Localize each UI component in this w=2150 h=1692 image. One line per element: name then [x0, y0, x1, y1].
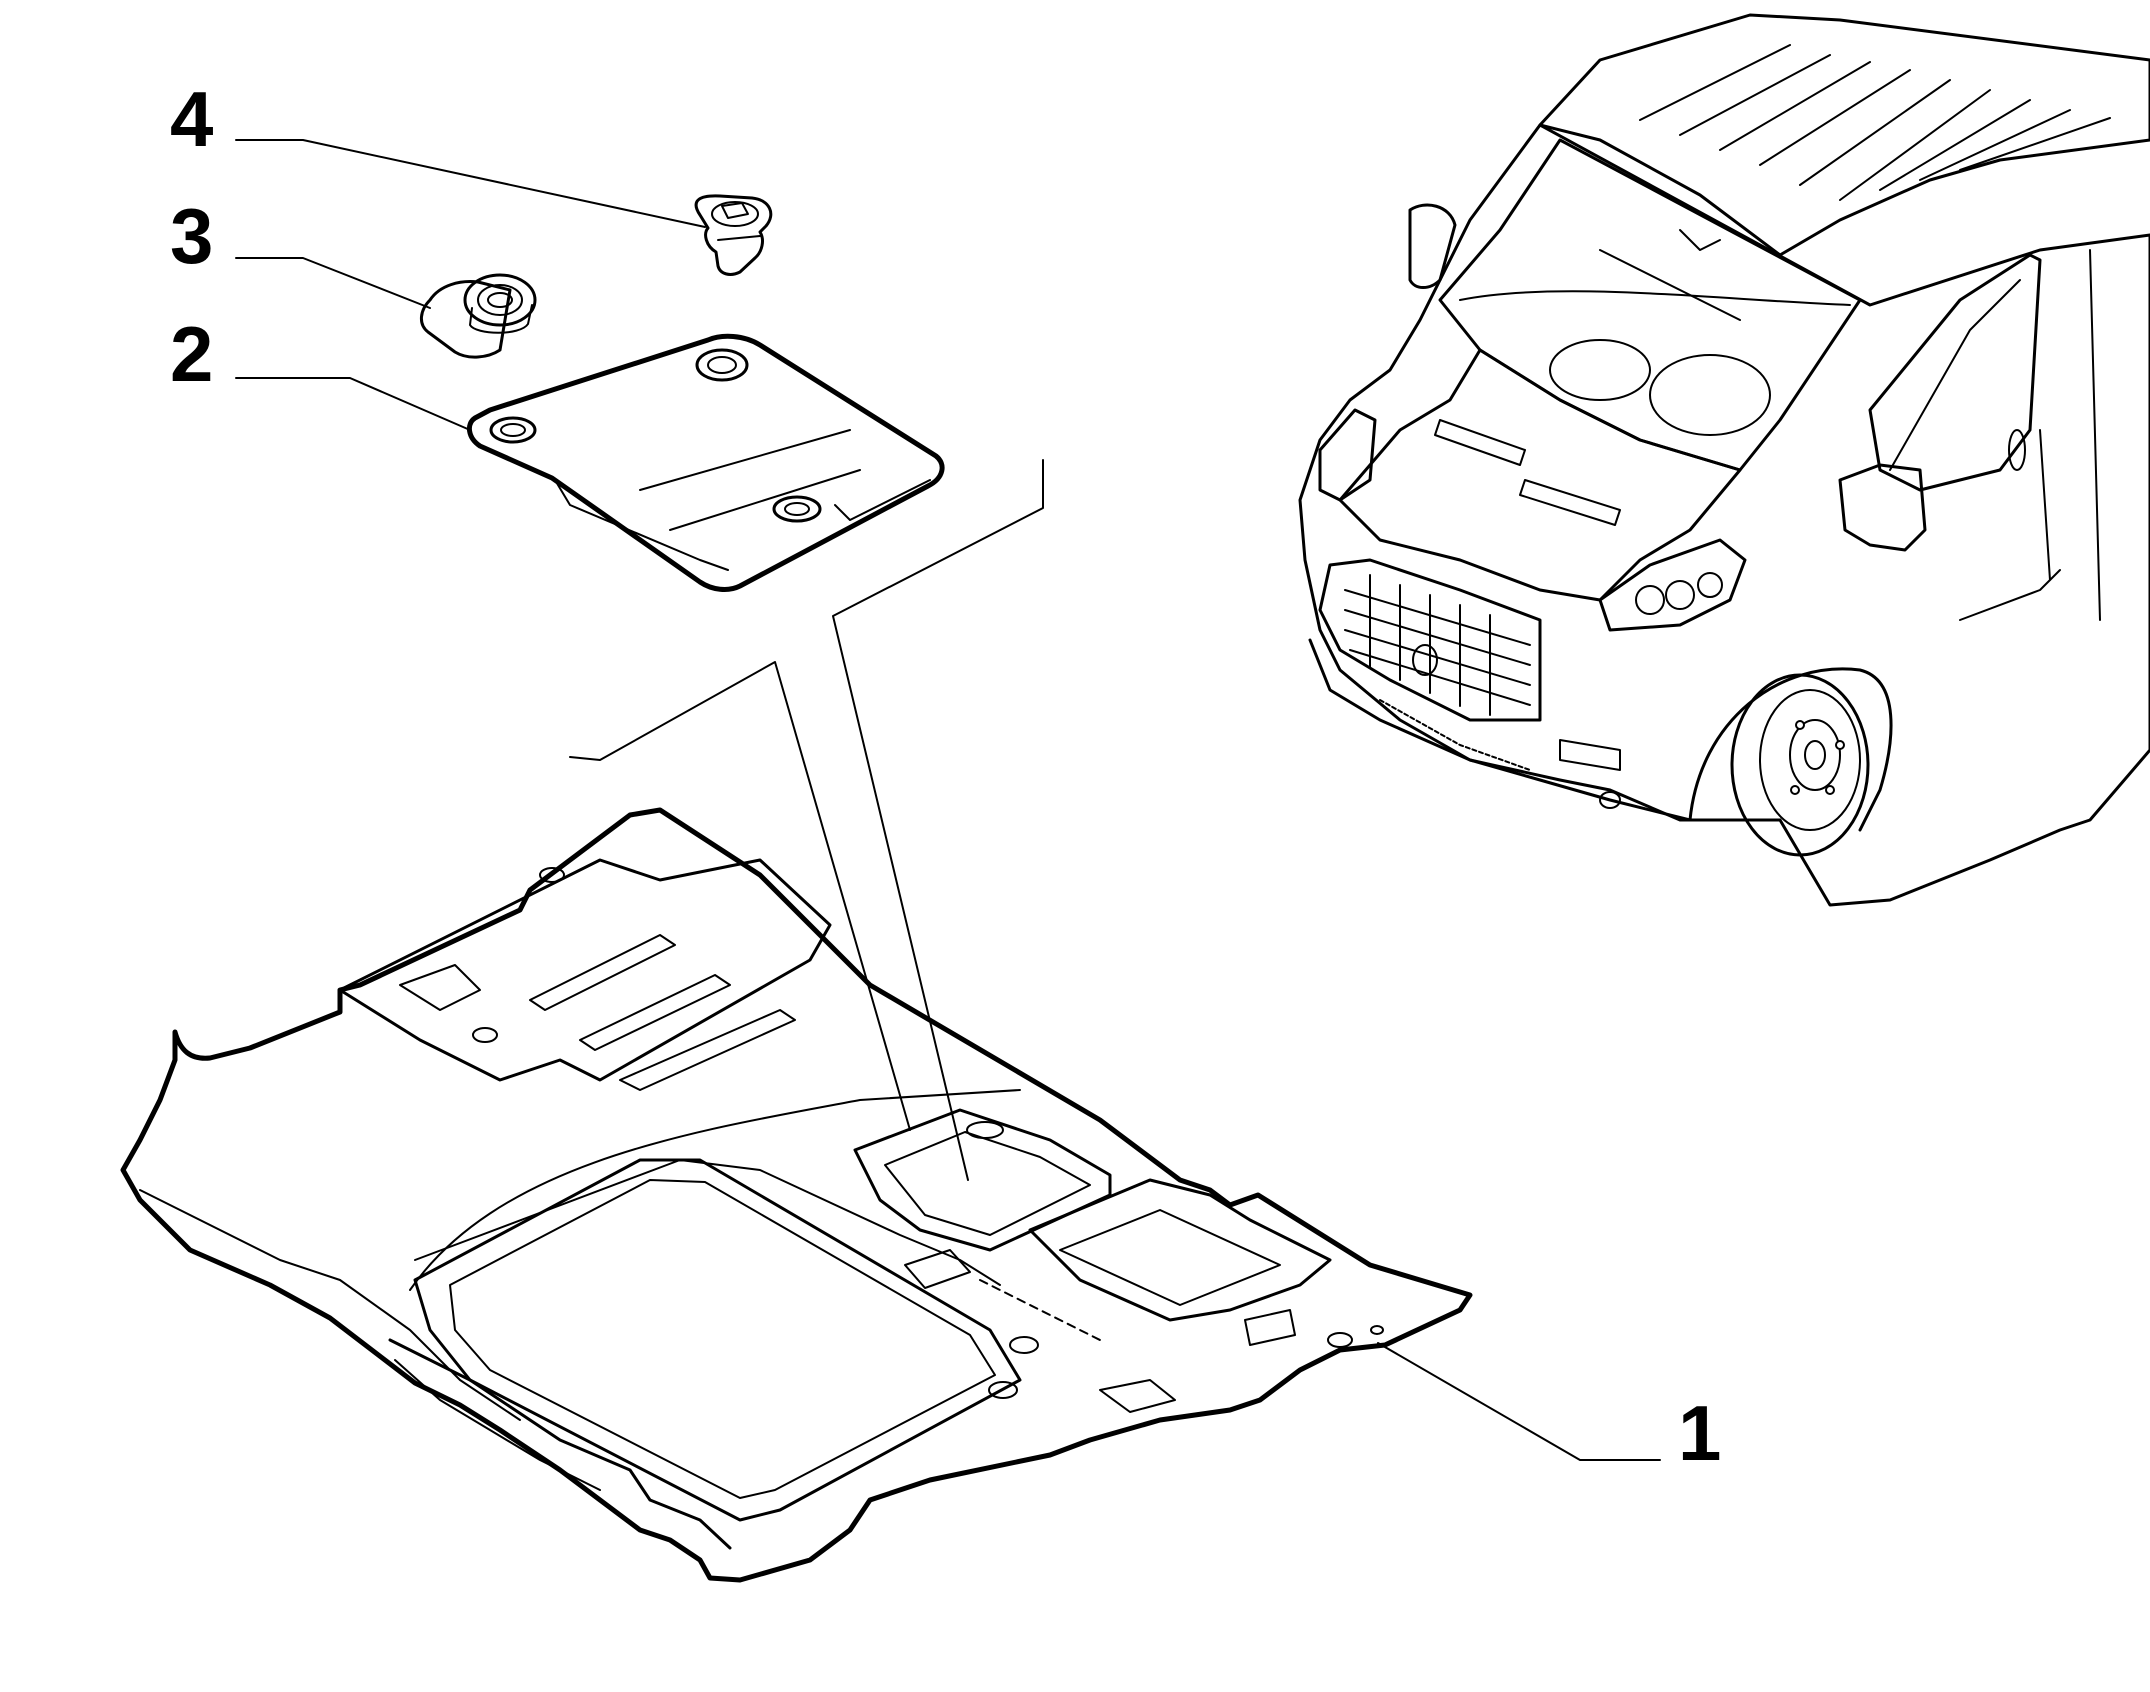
- callout-1: 1: [1377, 1342, 1721, 1477]
- part-1-floor-mat: [120, 807, 1473, 1583]
- part-3-plug: [420, 273, 537, 359]
- callout-number-2: 2: [170, 310, 213, 398]
- part-2-access-cover: [466, 333, 945, 592]
- callout-4: 4: [170, 75, 706, 228]
- callout-3: 3: [170, 192, 431, 309]
- callout-number-4: 4: [170, 75, 213, 163]
- callout-number-3: 3: [170, 192, 213, 280]
- callout-2: 2: [170, 310, 471, 431]
- leader-line-4: [235, 139, 706, 228]
- van-illustration: [1298, 13, 2150, 907]
- callout-number-1: 1: [1678, 1389, 1721, 1477]
- assembly-lines: [569, 459, 1044, 1181]
- leader-line-3: [235, 257, 431, 309]
- leader-line-2: [235, 377, 471, 431]
- leader-line-1: [1377, 1342, 1661, 1461]
- part-4-fastener: [694, 194, 773, 276]
